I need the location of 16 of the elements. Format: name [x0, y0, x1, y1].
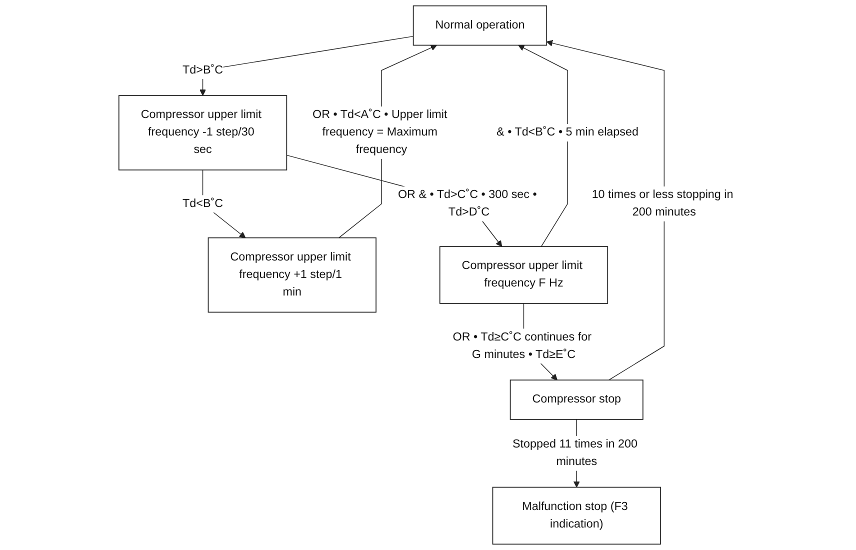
- edge-label: Stopped 11 times in 200 minutes: [512, 438, 638, 468]
- edge-label: OR • Td<A˚C • Upper limit frequency = Maximum frequency: [312, 108, 448, 156]
- edge-label: Td<B˚C: [182, 197, 224, 210]
- node-box: Compressor stop: [510, 380, 644, 420]
- arrow: [546, 40, 665, 380]
- edge-label: Td>B˚C: [182, 64, 224, 76]
- node-box: Normal operation: [412, 5, 548, 46]
- edge-label: OR & • Td>C˚C • 300 sec • Td>D˚C: [398, 188, 537, 218]
- arrow: [518, 44, 568, 247]
- edge-label: OR • Td≥C˚C continues for G minutes • Td≥E˚C: [452, 330, 592, 361]
- edge-label: & • Td<B˚C • 5 min elapsed: [496, 126, 638, 139]
- node-box: Compressor upper limit frequency -1 step/30 sec: [118, 95, 288, 170]
- edge-label: 10 times or less stopping in 200 minutes: [592, 188, 734, 218]
- node-box: Malfunction stop (F3 indication): [492, 486, 661, 545]
- node-box: Compressor upper limit frequency +1 step/1 min: [208, 237, 376, 313]
- node-box: Compressor upper limit frequency F Hz: [439, 246, 608, 304]
